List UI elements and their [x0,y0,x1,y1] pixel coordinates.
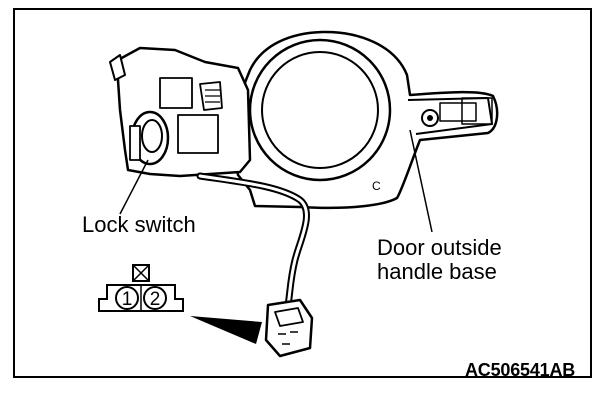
door-handle-base-label-line2: handle base [377,259,497,284]
connector-pin-1-label: 1 [122,289,133,310]
harness-connector [264,298,314,358]
svg-text:C: C [372,179,381,193]
figure-code: AC506541AB [465,360,576,380]
connector-pin-2 [143,286,167,310]
connector-pin-2-label: 2 [150,289,161,310]
door-handle-base-label-line1: Door outside [377,235,502,260]
door-outside-handle-base: C [230,30,499,210]
lock-switch [129,110,170,166]
connector-pointer [190,316,262,344]
figure-frame [13,8,592,378]
wire-harness [196,172,310,309]
connector-pin-1 [115,286,139,310]
lock-switch-assembly [109,46,252,178]
lock-switch-label: Lock switch [82,212,196,237]
connector-pinout-symbol: 1 2 [98,264,184,312]
lock-switch-leader-line [119,159,149,215]
door-handle-base-leader-line [409,129,433,233]
